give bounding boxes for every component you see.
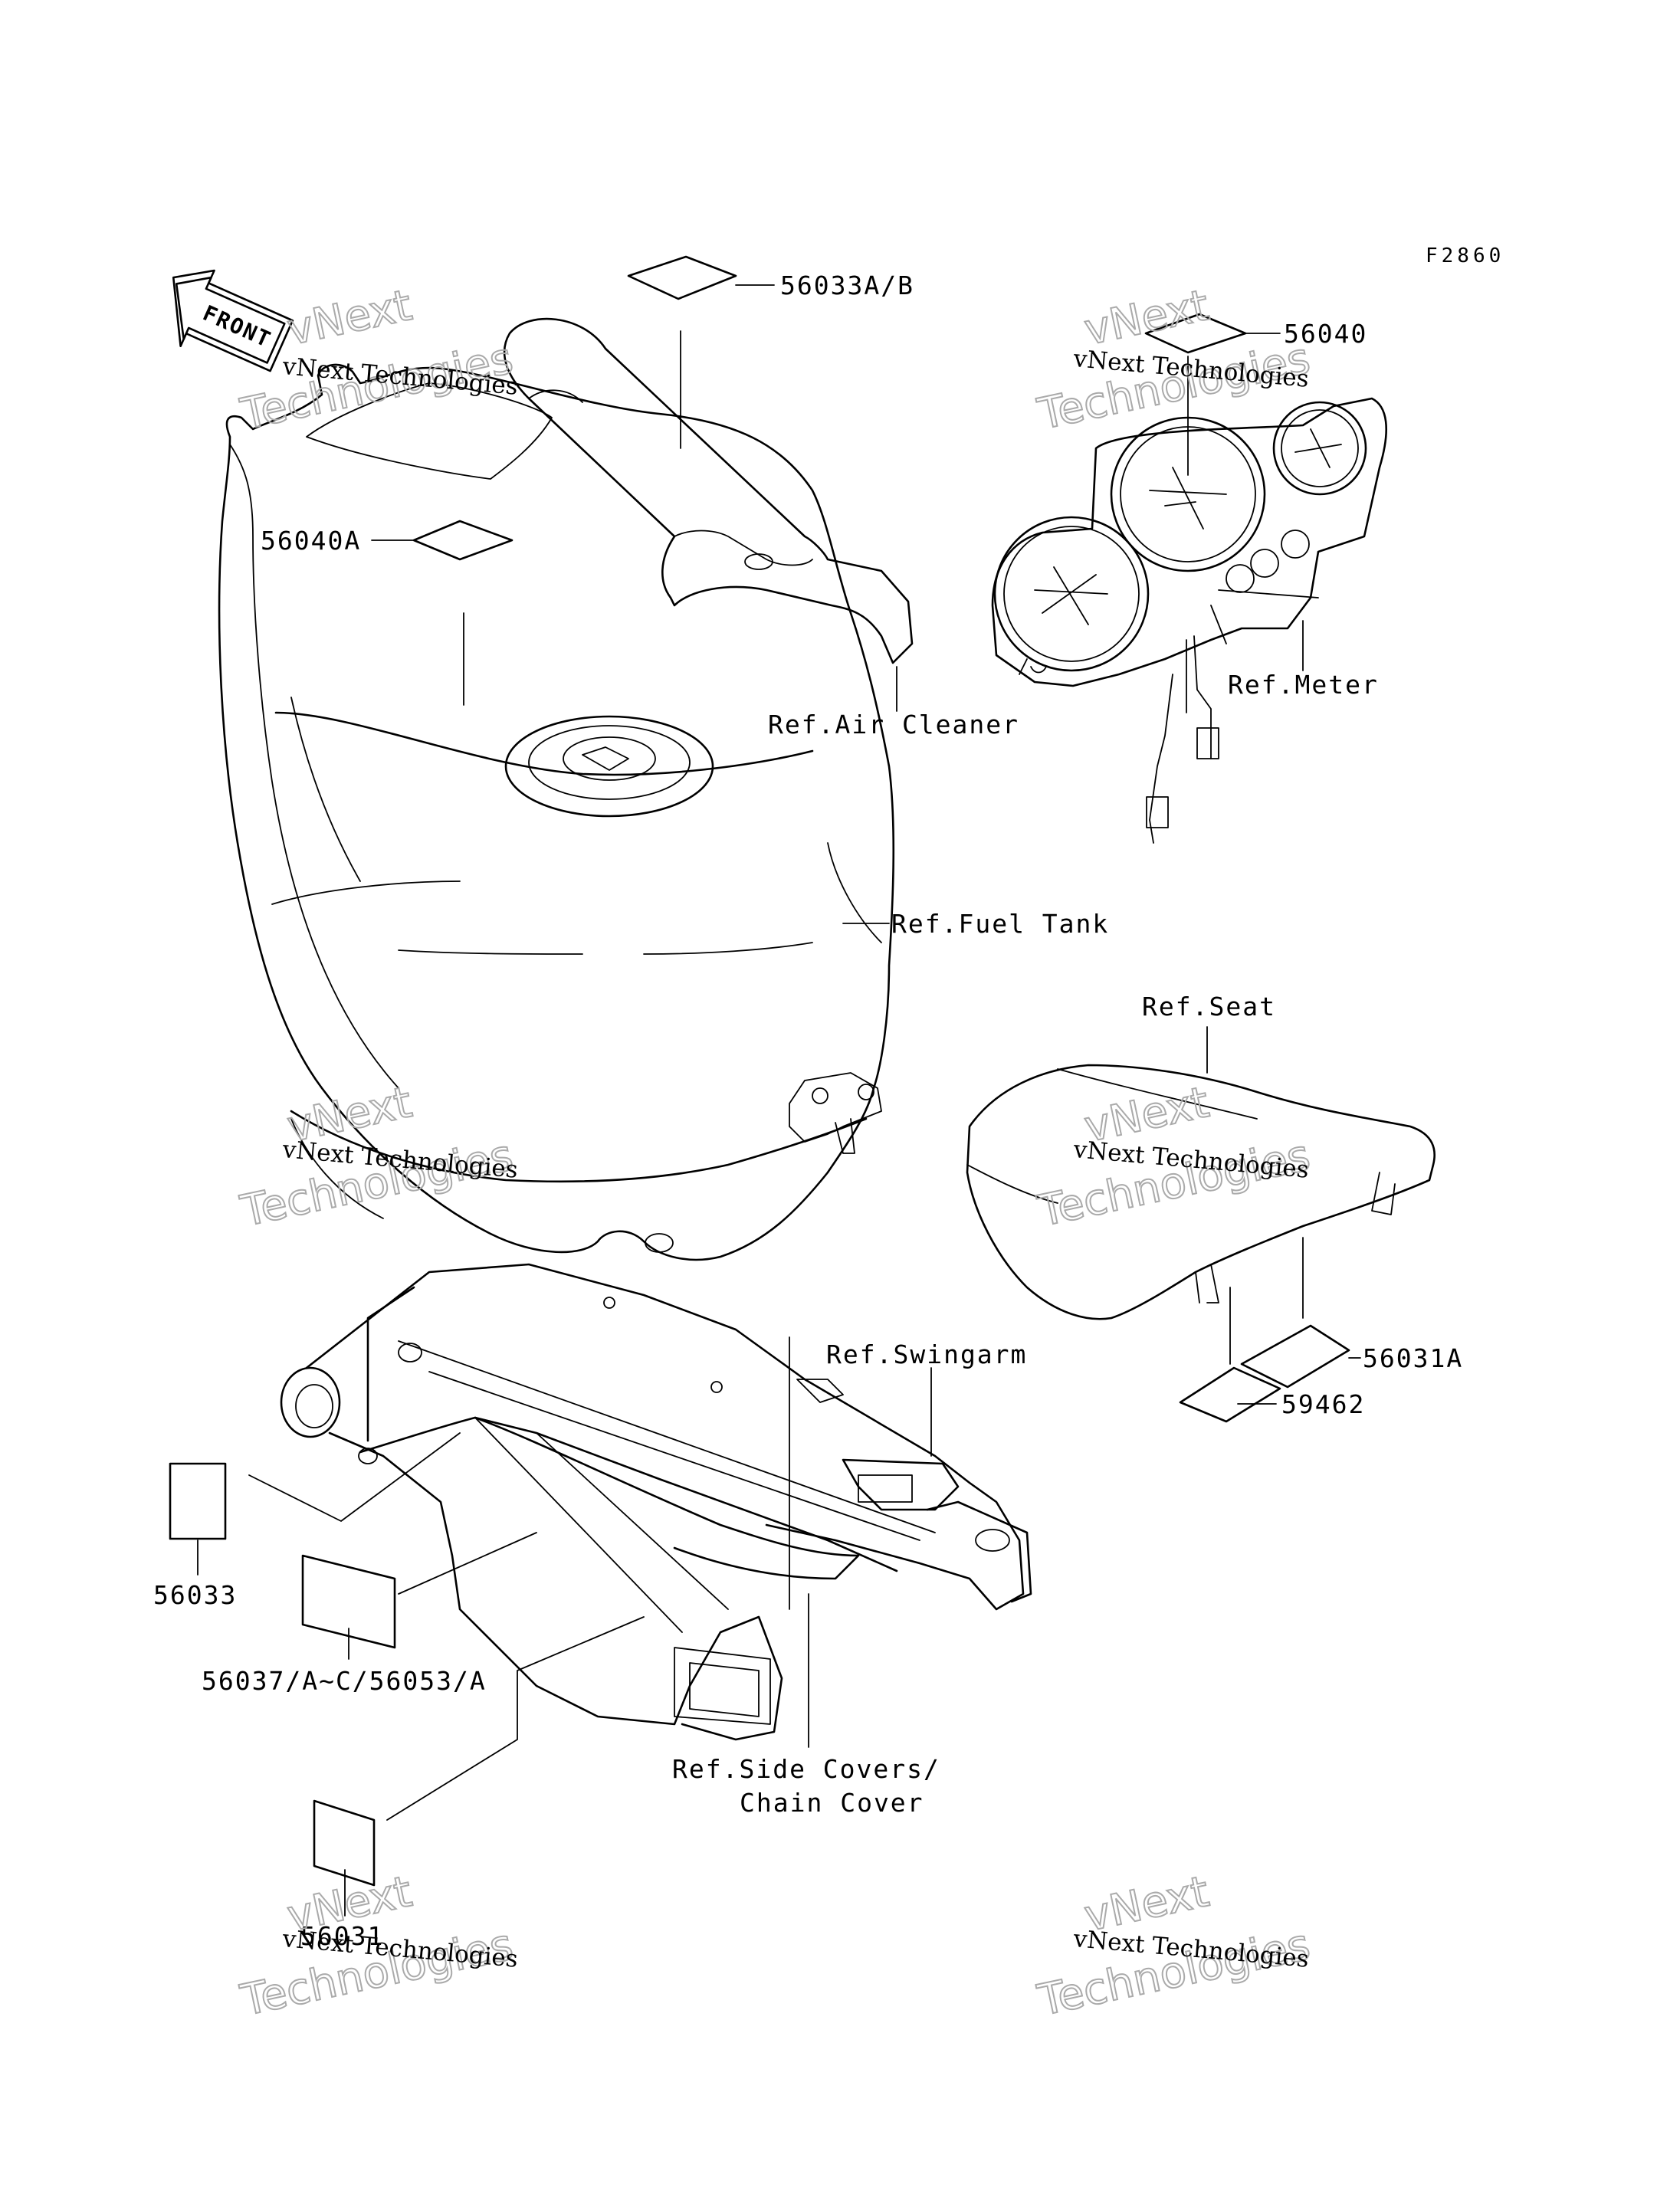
decal-59462 (1179, 1366, 1281, 1423)
figure-id: F2860 (1426, 244, 1504, 267)
front-arrow-icon: FRONT (172, 269, 294, 372)
decal-56031 (313, 1799, 376, 1887)
decal-56037 (301, 1554, 396, 1649)
watermark-top-left: vNext Technologies vNext Technologies (235, 280, 519, 441)
watermark-mid-right: vNext Technologies vNext Technologies (1032, 1077, 1314, 1238)
swingarm (280, 1263, 1032, 1741)
leader-56037 (398, 1532, 537, 1595)
label-56037: 56037/A~C/56053/A (202, 1666, 487, 1696)
label-56033ab: 56033A/B (780, 271, 914, 300)
svg-text:vNext: vNext (283, 280, 416, 356)
ref-side-covers-2: Chain Cover (740, 1788, 924, 1818)
ref-fuel-tank: Ref.Fuel Tank (891, 909, 1109, 939)
ref-air-cleaner: Ref.Air Cleaner (768, 710, 1019, 739)
ref-swingarm: Ref.Swingarm (826, 1340, 1027, 1369)
label-56031: 56031 (300, 1921, 384, 1951)
decal-56031a (1240, 1324, 1350, 1389)
leader-56033 (248, 1432, 461, 1522)
seat (966, 1064, 1436, 1320)
watermark-bottom-right: vNext Technologies vNext Technologies (1032, 1866, 1314, 2027)
meter-assembly (991, 397, 1387, 844)
ref-meter: Ref.Meter (1228, 670, 1379, 700)
ref-seat: Ref.Seat (1142, 992, 1276, 1021)
watermark-mid-left: vNext Technologies vNext Technologies (235, 1077, 519, 1238)
label-56040: 56040 (1284, 319, 1367, 349)
watermark-top-right: vNext Technologies vNext Technologies (1032, 280, 1314, 441)
label-56040a: 56040A (261, 526, 361, 556)
ref-side-covers-1: Ref.Side Covers/ (672, 1754, 940, 1784)
fuel-tank (218, 363, 895, 1261)
label-56033: 56033 (153, 1580, 237, 1610)
label-59462: 59462 (1281, 1389, 1365, 1419)
decal-56040a (412, 520, 514, 561)
decal-56033 (169, 1462, 227, 1540)
label-56031a: 56031A (1363, 1343, 1463, 1373)
leader-56031 (386, 1616, 645, 1821)
decal-56033ab (627, 255, 737, 300)
watermark-bottom-left: vNext Technologies vNext Technologies (235, 1866, 519, 2027)
